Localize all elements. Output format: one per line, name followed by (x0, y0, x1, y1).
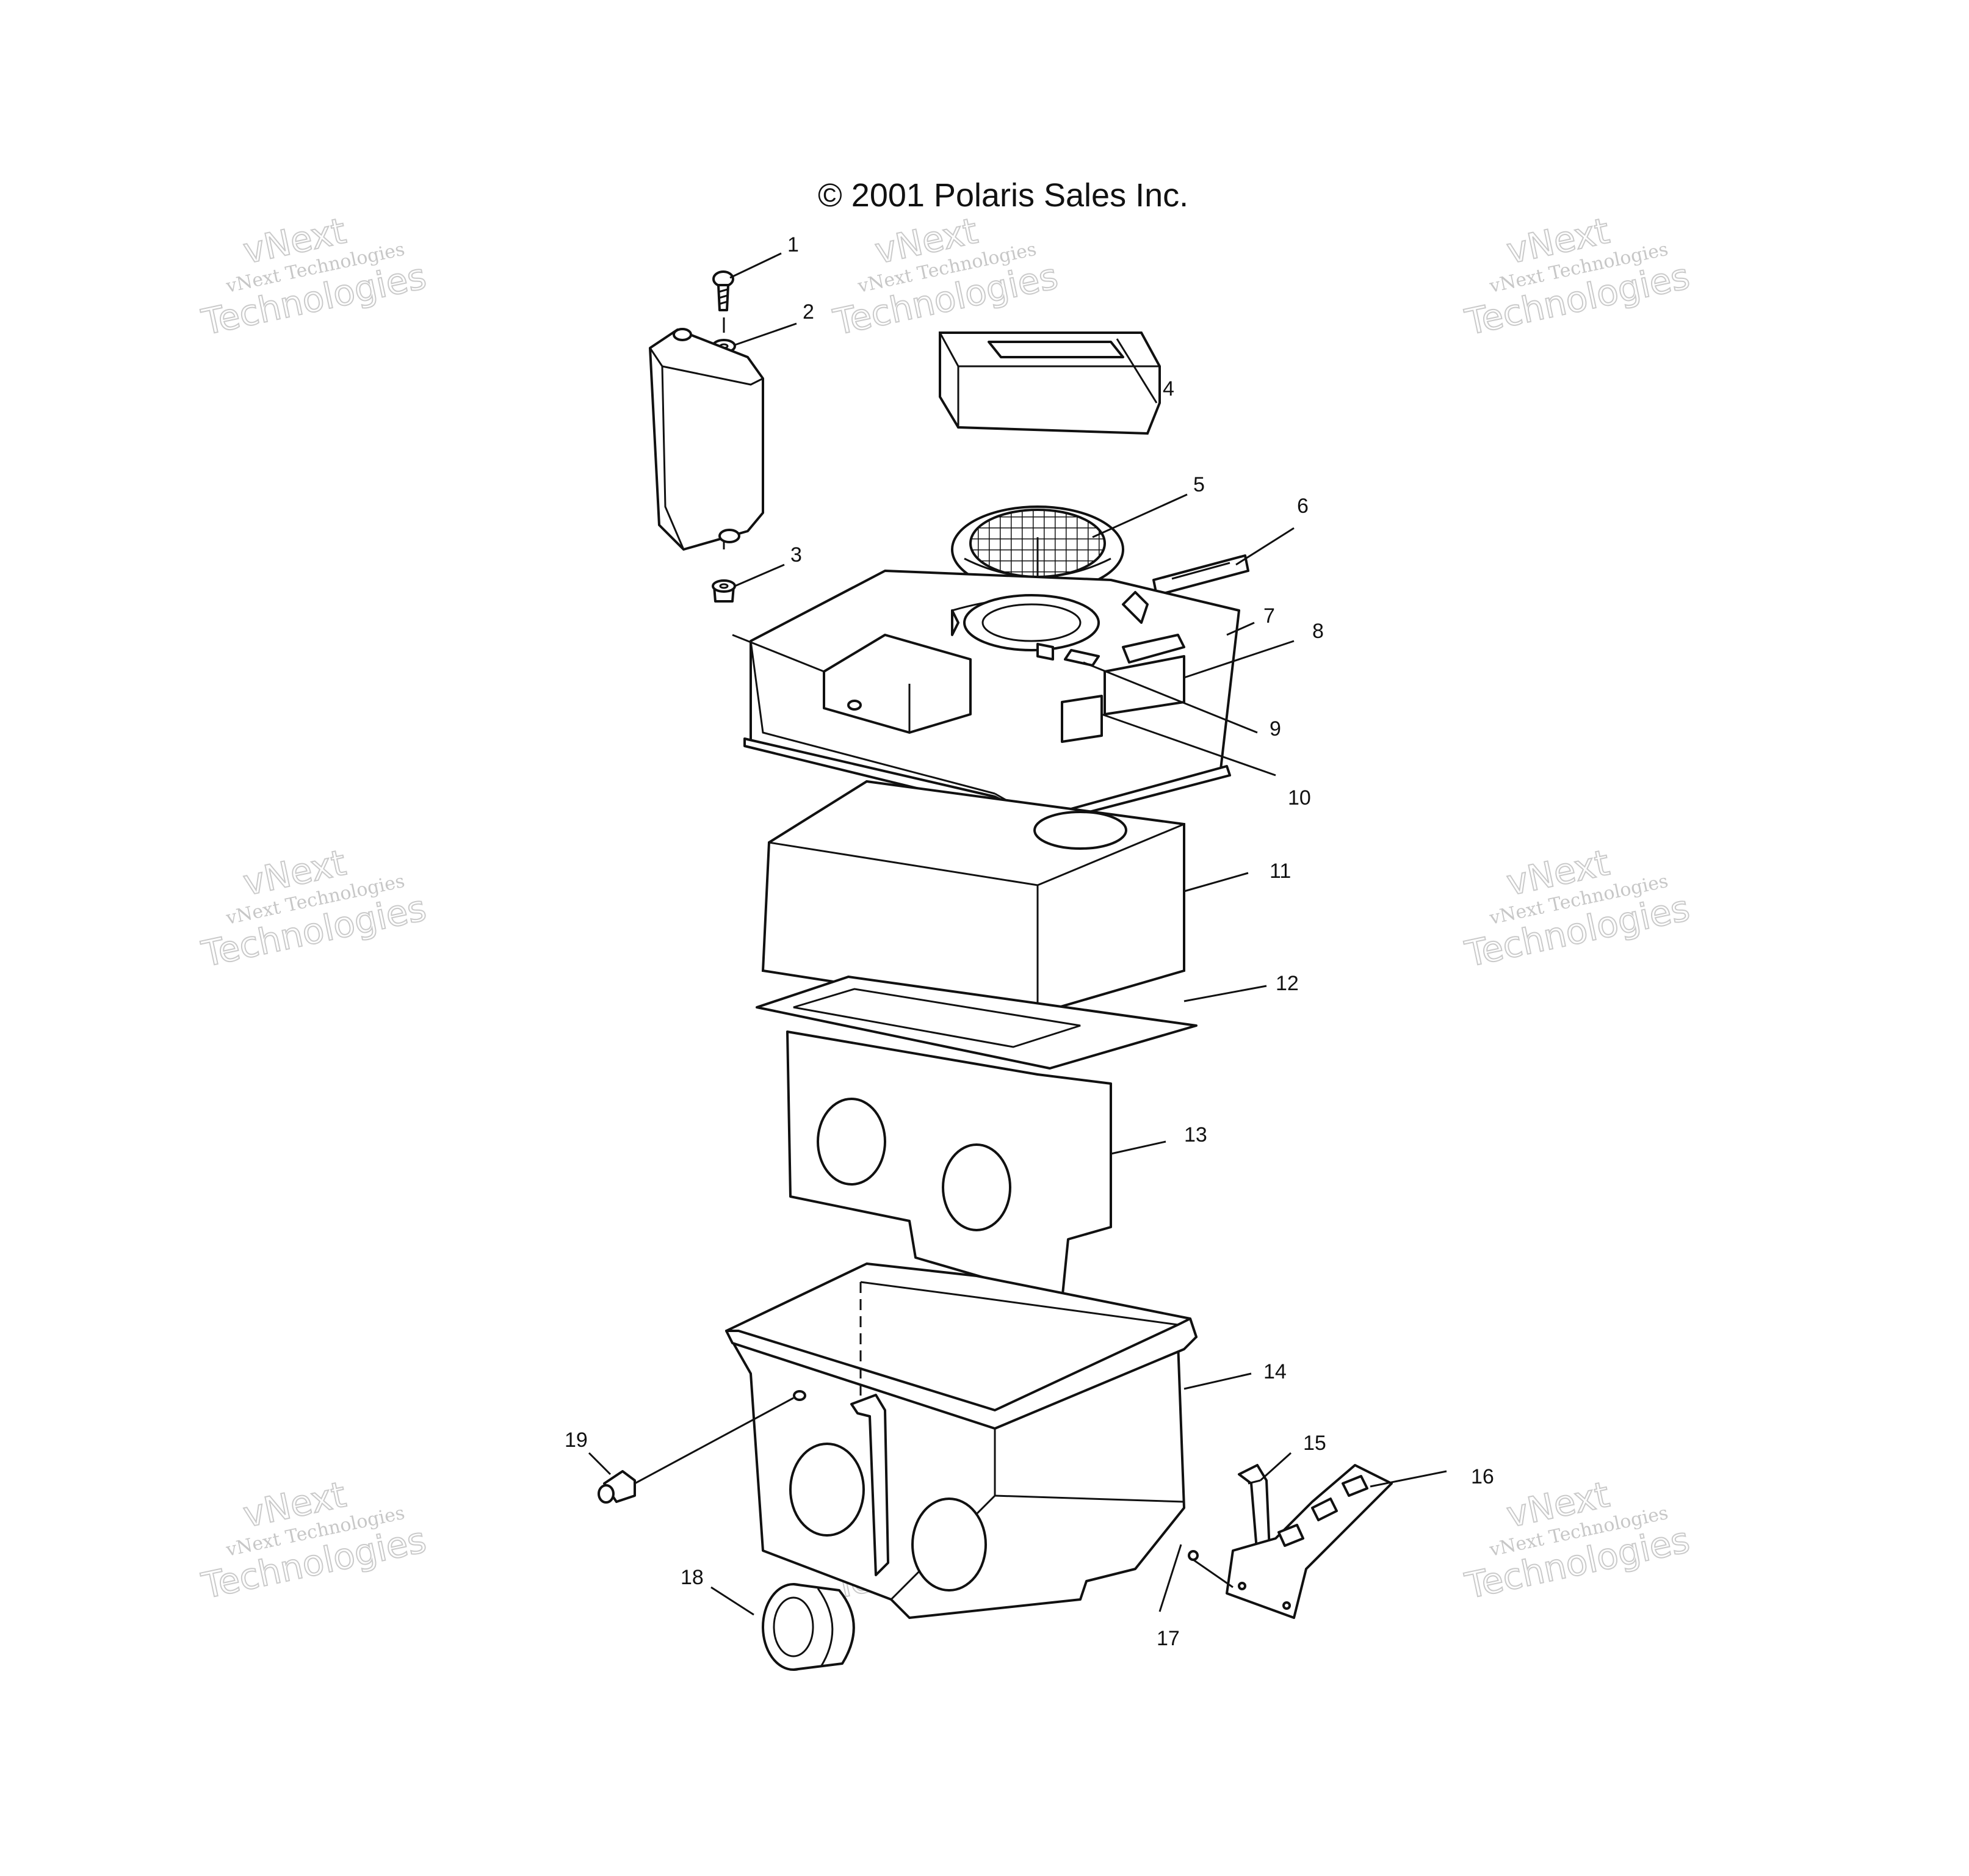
watermark-middle-right: vNext vNext Technologies Technologies (1461, 841, 1694, 976)
callout-9: 9 (1270, 717, 1281, 741)
callout-12: 12 (1276, 972, 1299, 995)
callout-8: 8 (1312, 620, 1324, 643)
callout-14: 14 (1263, 1360, 1287, 1383)
callout-19: 19 (565, 1429, 588, 1452)
part-14-airbox-base (725, 1262, 1198, 1619)
copyright-text: © 2001 Polaris Sales Inc. (818, 177, 1188, 214)
part-19-drain-plug (598, 1397, 794, 1504)
part-3-grommet (712, 579, 736, 603)
leader-lines (588, 252, 1447, 1616)
callout-3: 3 (790, 543, 802, 567)
watermark-top-right: vNext vNext Technologies Technologies (1461, 209, 1694, 344)
part-snorkel-cover (649, 328, 764, 551)
part-11-foam-block (761, 780, 1185, 1015)
callout-4: 4 (1163, 377, 1174, 400)
callout-18: 18 (681, 1566, 704, 1589)
part-17-rivet (1188, 1550, 1234, 1588)
callout-15: 15 (1303, 1432, 1326, 1455)
part-7-airbox-lid (732, 570, 1240, 827)
callout-10: 10 (1288, 786, 1311, 809)
callout-2: 2 (803, 300, 814, 324)
callout-13: 13 (1184, 1123, 1207, 1146)
watermark-top-center: vNext vNext Technologies Technologies (829, 209, 1062, 344)
part-13-baffle-plate (786, 1030, 1112, 1302)
part-6-decal-strip (1152, 554, 1249, 596)
callout-1: 1 (787, 233, 799, 256)
callout-7: 7 (1263, 604, 1275, 628)
callout-17: 17 (1157, 1627, 1180, 1650)
watermark-bottom-left: vNext vNext Technologies Technologies (197, 1473, 430, 1607)
watermark-top-left: vNext vNext Technologies Technologies (197, 209, 430, 344)
part-18-boot (762, 1583, 855, 1671)
callout-16: 16 (1471, 1465, 1494, 1488)
callout-6: 6 (1297, 494, 1309, 518)
callout-5: 5 (1193, 473, 1205, 496)
part-16-bracket (1226, 1464, 1393, 1619)
part-4-foam-filter (939, 331, 1161, 435)
watermark-middle-left: vNext vNext Technologies Technologies (197, 841, 430, 976)
part-12-gasket (756, 976, 1198, 1070)
part-1-screw (712, 270, 734, 311)
callout-11: 11 (1270, 860, 1291, 883)
